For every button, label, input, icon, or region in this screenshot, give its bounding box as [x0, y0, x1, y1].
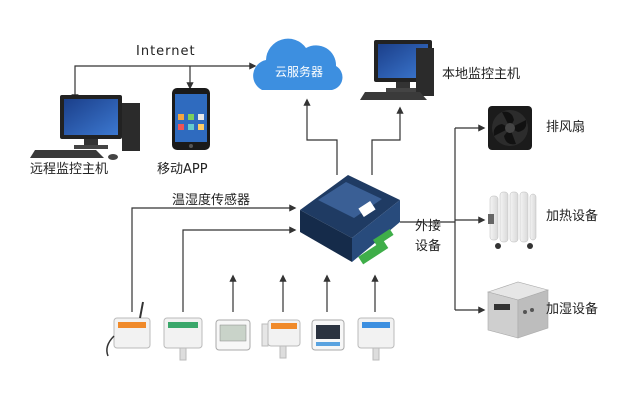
local-host-computer-icon — [360, 40, 434, 100]
heater-icon — [488, 191, 537, 249]
sensor-1-icon — [106, 301, 151, 357]
sensor-5-icon — [311, 319, 345, 351]
humidifier-icon — [486, 281, 550, 339]
gateway-to-local — [371, 106, 404, 175]
sensor-feed-1 — [131, 204, 297, 312]
gateway-to-cloud — [303, 98, 338, 175]
sensor-label: 温湿度传感器 — [172, 193, 251, 208]
sensor-4-icon — [261, 319, 301, 359]
exhaust-fan-icon — [488, 106, 532, 150]
gateway-device-icon — [300, 175, 400, 265]
mobile-phone-icon — [172, 88, 210, 150]
mobile-app-label: 移动APP — [157, 162, 208, 177]
remote-host-computer-icon — [30, 95, 140, 160]
cloud-server-icon — [253, 38, 343, 90]
remote-host-label: 远程监控主机 — [30, 162, 109, 177]
sensor-3-icon — [215, 319, 251, 351]
internet-line — [71, 62, 257, 102]
heater-label: 加热设备 — [546, 209, 599, 224]
sensor-2-icon — [163, 317, 203, 361]
local-host-label: 本地监控主机 — [442, 67, 521, 82]
external-device-label-line1: 外接 — [415, 219, 442, 234]
internet-label: Internet — [136, 44, 196, 59]
external-device-label-line2: 设备 — [415, 239, 442, 254]
sensor-feed-2 — [182, 226, 297, 312]
connection-lines — [71, 62, 486, 314]
humidifier-label: 加湿设备 — [546, 302, 599, 317]
cloud-server-label: 云服务器 — [275, 65, 324, 79]
sensor-6-icon — [357, 317, 395, 361]
fan-label: 排风扇 — [546, 120, 586, 135]
